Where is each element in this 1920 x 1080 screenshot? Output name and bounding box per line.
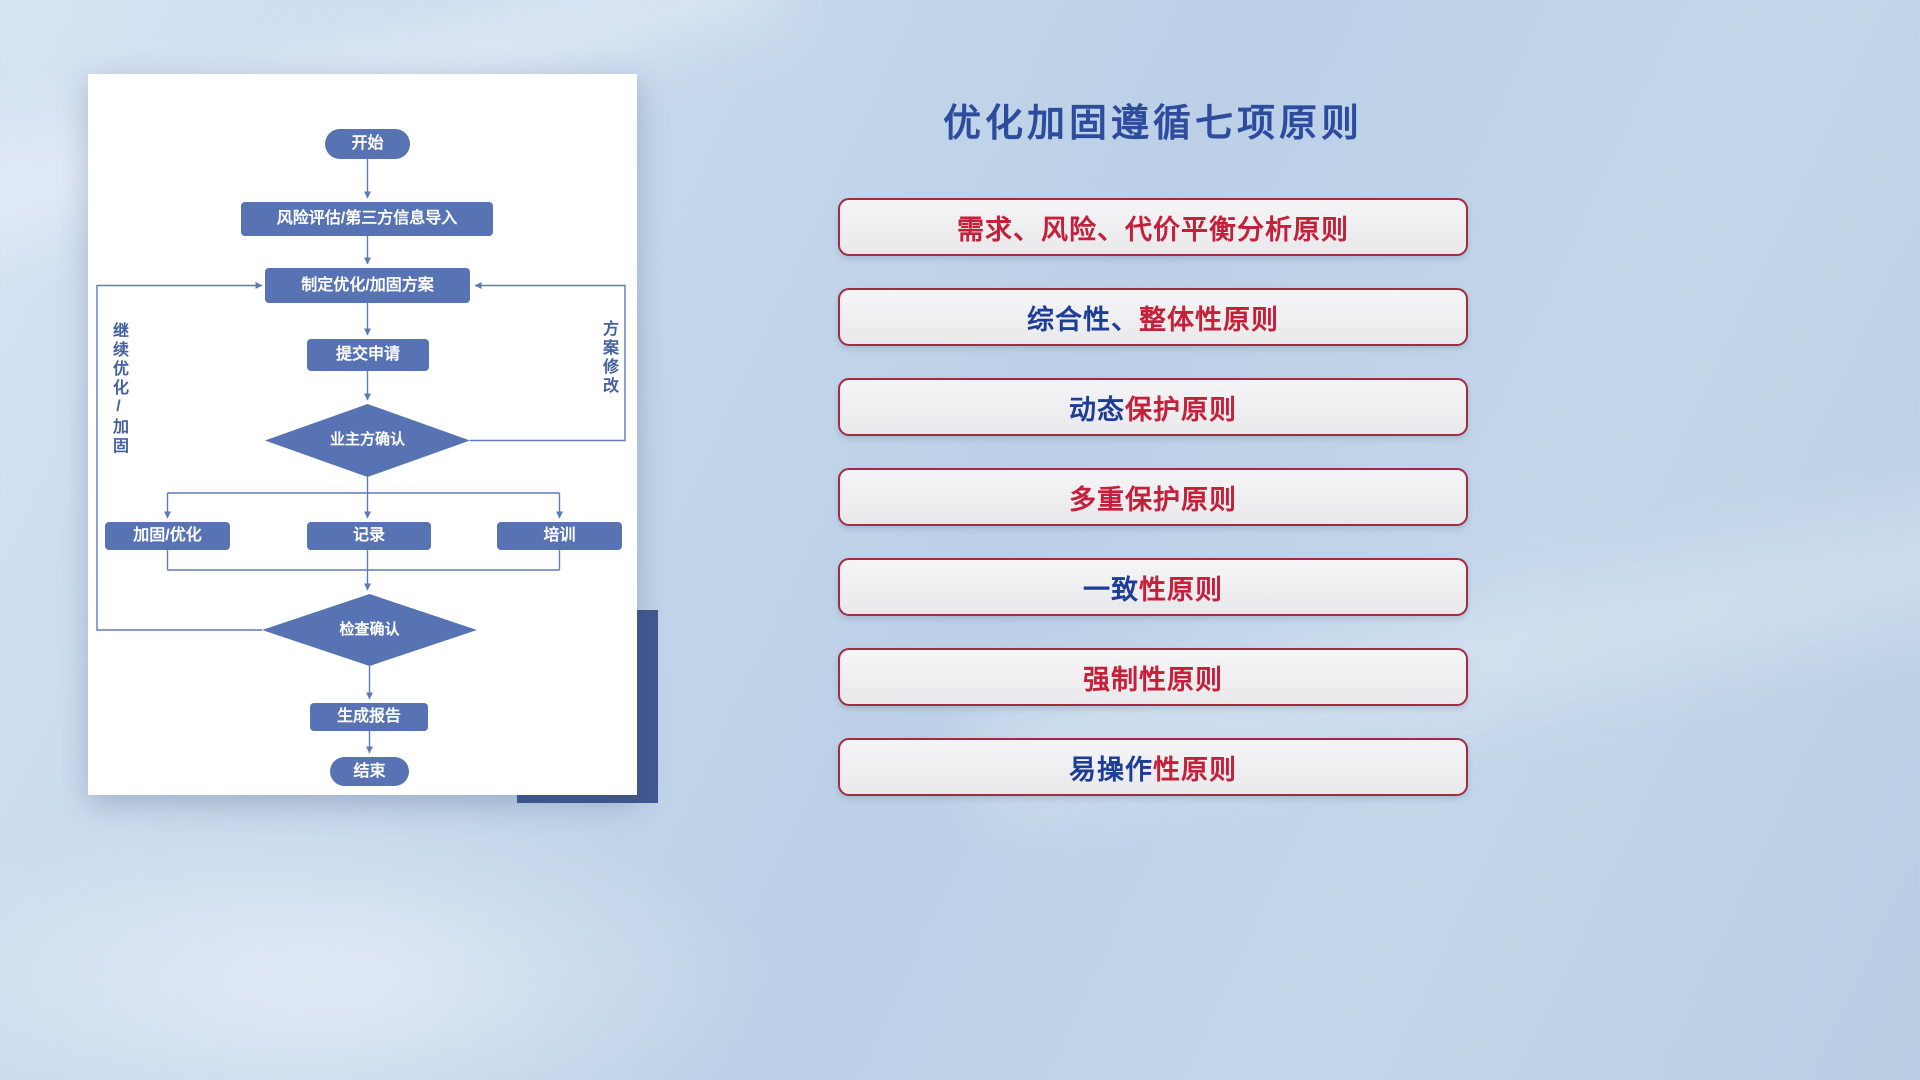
flow-node-start: 开始 bbox=[325, 129, 410, 159]
principle-3-navy-text: 动态 bbox=[1069, 394, 1125, 425]
principle-box-4: 多重保护原则 bbox=[838, 468, 1468, 526]
page-title: 优化加固遵循七项原则 bbox=[942, 103, 1363, 145]
flowchart-card: 开始 风险评估/第三方信息导入 制定优化/加固方案 提交申请 业主方确认 加固/… bbox=[88, 74, 637, 795]
background-streak-bottom bbox=[0, 800, 780, 1080]
flow-node-make-plan: 制定优化/加固方案 bbox=[265, 268, 470, 303]
connector-lines bbox=[96, 159, 626, 754]
flow-node-end: 结束 bbox=[330, 757, 409, 786]
flow-label-modify-plan: 方案修改 bbox=[600, 320, 617, 396]
principle-box-2: 综合性、整体性原则 bbox=[838, 288, 1468, 346]
flow-node-risk-import: 风险评估/第三方信息导入 bbox=[241, 202, 493, 236]
flow-node-owner-confirm-label: 业主方确认 bbox=[329, 431, 405, 449]
flow-node-training: 培训 bbox=[497, 522, 622, 550]
principle-6-red-text: 强制性原则 bbox=[1083, 664, 1223, 695]
flow-label-continue-loop: 继续优化/加固 bbox=[110, 322, 127, 456]
flow-node-check-confirm: 检查确认 bbox=[262, 594, 477, 666]
principle-1-red-text: 需求、风险、代价平衡分析原则 bbox=[957, 214, 1349, 245]
principle-box-3: 动态保护原则 bbox=[838, 378, 1468, 436]
flow-node-record: 记录 bbox=[307, 522, 431, 550]
principle-7-navy-text: 易操作 bbox=[1069, 754, 1153, 785]
principle-5-navy-text: 一致 bbox=[1083, 574, 1139, 605]
principle-2-red-text: 整体性原则 bbox=[1139, 304, 1279, 335]
principle-7-red-text: 性原则 bbox=[1153, 754, 1237, 785]
flowchart-connectors bbox=[96, 159, 626, 754]
principle-box-6: 强制性原则 bbox=[838, 648, 1468, 706]
flow-node-report: 生成报告 bbox=[310, 703, 428, 731]
principle-4-red-text: 多重保护原则 bbox=[1069, 484, 1237, 515]
principle-box-1: 需求、风险、代价平衡分析原则 bbox=[838, 198, 1468, 256]
principles-list: 需求、风险、代价平衡分析原则 综合性、整体性原则 动态保护原则 多重保护原则 一… bbox=[838, 198, 1468, 828]
principle-2-navy-text: 综合性、 bbox=[1027, 304, 1139, 335]
flow-node-check-confirm-label: 检查确认 bbox=[339, 620, 400, 638]
principle-3-red-text: 保护原则 bbox=[1125, 394, 1237, 425]
principle-box-7: 易操作性原则 bbox=[838, 738, 1468, 796]
principle-box-5: 一致性原则 bbox=[838, 558, 1468, 616]
flow-node-owner-confirm: 业主方确认 bbox=[265, 404, 470, 477]
flow-node-reinforce: 加固/优化 bbox=[105, 522, 230, 550]
principle-5-red-text: 性原则 bbox=[1139, 574, 1223, 605]
flow-node-submit: 提交申请 bbox=[307, 339, 429, 371]
